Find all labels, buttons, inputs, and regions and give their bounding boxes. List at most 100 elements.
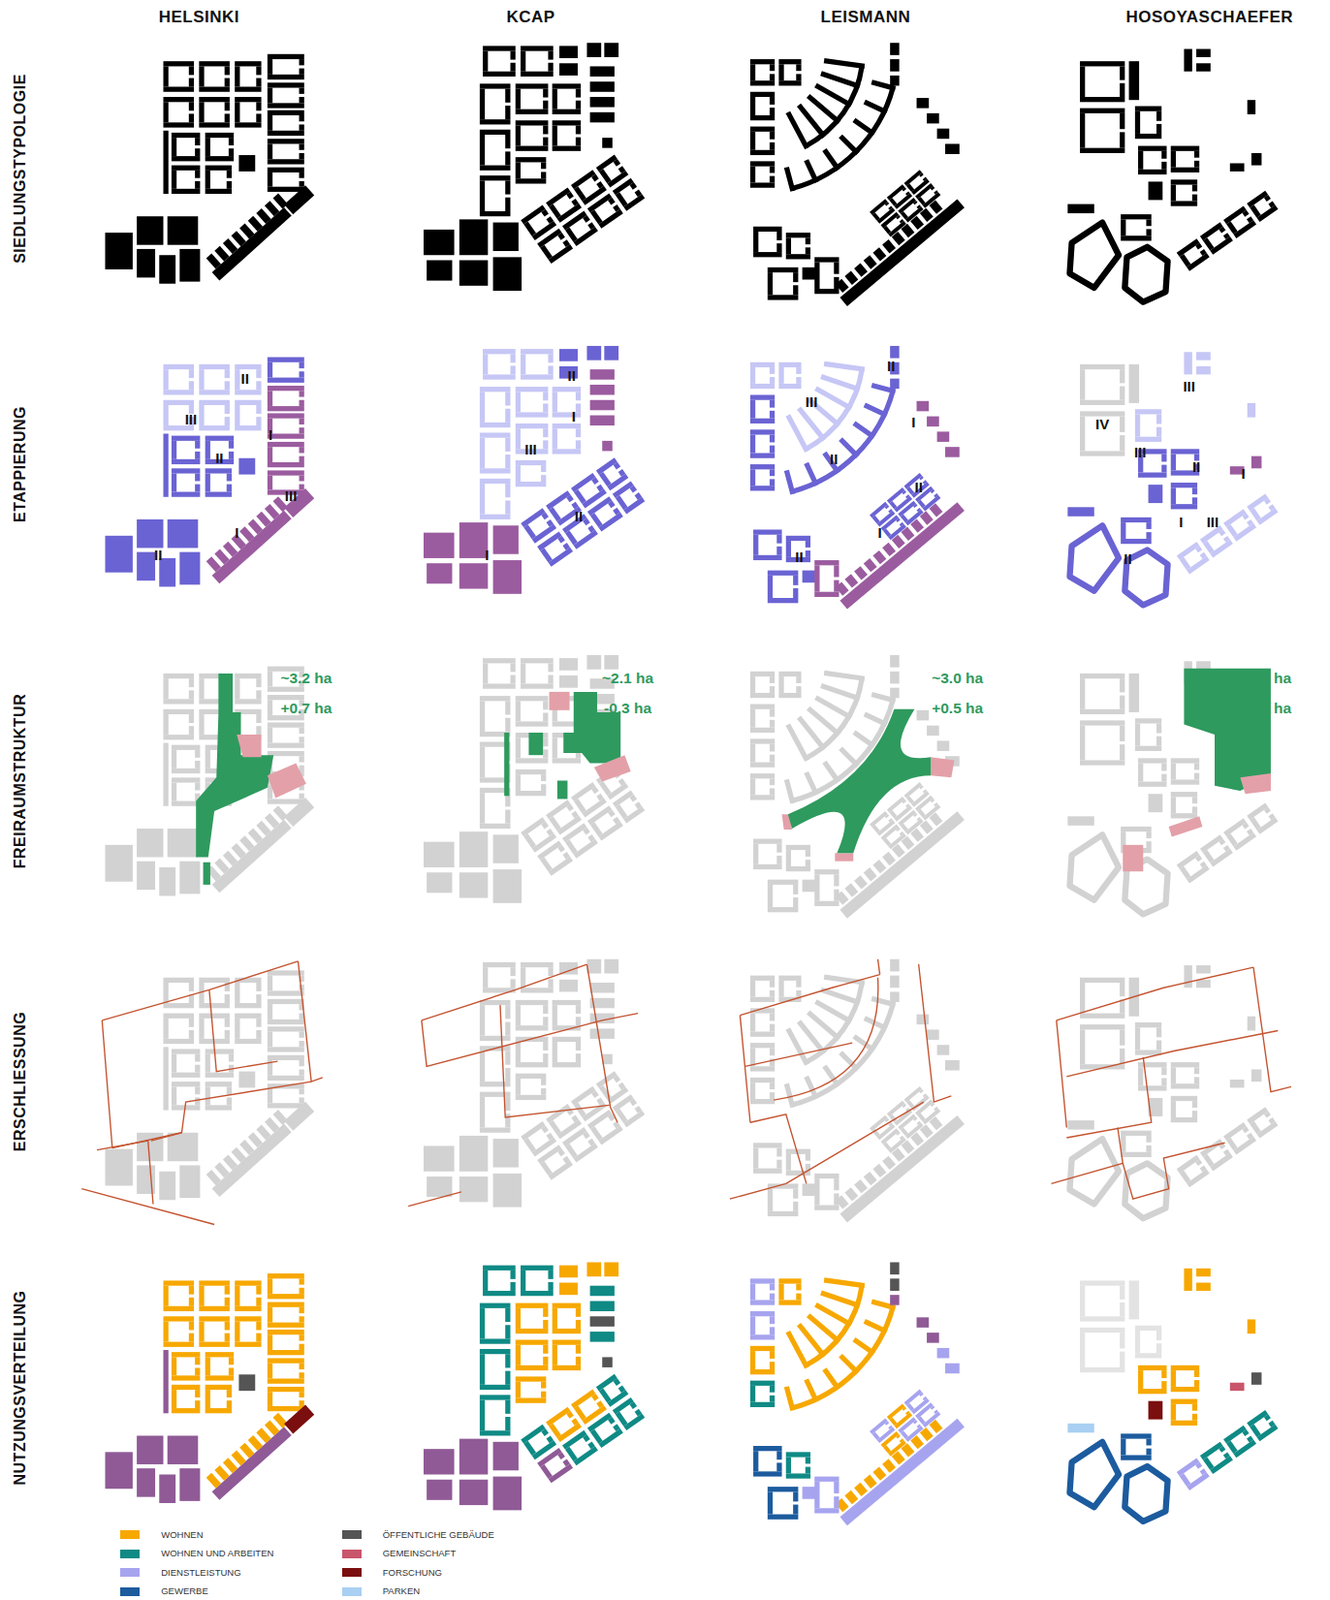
courtyard-block [769, 1082, 775, 1090]
courtyard-block [888, 1418, 897, 1427]
building-block [929, 200, 944, 215]
building-block [104, 1149, 132, 1187]
courtyard-block [1241, 1126, 1249, 1134]
plan-group [202, 1395, 315, 1501]
courtyard-block [613, 462, 622, 471]
courtyard-block [194, 1065, 200, 1074]
building-block [273, 1413, 288, 1429]
building-block [889, 671, 899, 685]
courtyard-block [1200, 249, 1207, 256]
courtyard-block [1218, 838, 1226, 846]
courtyard-block [1226, 221, 1238, 234]
courtyard-block [1171, 763, 1176, 781]
courtyard-block [509, 675, 515, 685]
courtyard-block [540, 475, 546, 482]
courtyard-block [1145, 1136, 1151, 1143]
courtyard-block [776, 546, 782, 556]
courtyard-block [1267, 504, 1275, 511]
courtyard-block [750, 59, 775, 64]
courtyard-block [1246, 803, 1268, 822]
courtyard-block [582, 215, 591, 223]
courtyard-block [750, 794, 775, 800]
courtyard-block [869, 1418, 888, 1435]
courtyard-block [587, 525, 596, 534]
courtyard-block [750, 709, 756, 729]
courtyard-block [895, 215, 901, 220]
courtyard-block [1179, 866, 1192, 880]
courtyard-block [198, 1342, 230, 1348]
road-line [209, 989, 279, 1072]
courtyard-block [1119, 1302, 1125, 1317]
courtyard-block [1176, 541, 1201, 561]
courtyard-block [482, 987, 516, 993]
courtyard-block [899, 522, 905, 527]
courtyard-block [1119, 744, 1125, 760]
courtyard-block [267, 1330, 305, 1335]
building-block [1196, 366, 1211, 375]
courtyard-block [814, 1173, 839, 1179]
courtyard-block [615, 804, 629, 820]
phase-number: I [1240, 465, 1245, 480]
courtyard-block [515, 1345, 521, 1366]
courtyard-block [792, 575, 798, 586]
courtyard-block [267, 1103, 305, 1109]
courtyard-block [922, 177, 928, 182]
fan-block [823, 670, 865, 682]
courtyard-block [520, 962, 554, 968]
courtyard-block [1120, 517, 1152, 523]
courtyard-block [1246, 519, 1254, 527]
courtyard-block [753, 226, 782, 232]
courtyard-block [505, 1022, 510, 1037]
courtyard-block [750, 160, 775, 166]
building-block [840, 1419, 965, 1526]
courtyard-block [1145, 228, 1151, 236]
courtyard-block [623, 193, 645, 212]
courtyard-block [267, 362, 273, 379]
courtyard-block [267, 187, 305, 192]
courtyard-block [1120, 219, 1126, 236]
courtyard-block [1192, 806, 1198, 814]
courtyard-block [629, 485, 637, 494]
building-block [937, 1348, 950, 1360]
fan-block [823, 58, 865, 69]
courtyard-block [194, 1086, 200, 1095]
building-block [1196, 49, 1211, 58]
courtyard-block [557, 536, 566, 544]
road-line [297, 961, 322, 1082]
courtyard-block [171, 768, 200, 774]
courtyard-block [515, 1303, 549, 1309]
building-block [603, 655, 619, 670]
courtyard-block [545, 1407, 570, 1427]
courtyard-block [587, 805, 612, 825]
courtyard-block [750, 1278, 775, 1284]
community-space [1122, 845, 1143, 872]
courtyard-block [171, 189, 200, 194]
polygon-block [1069, 834, 1119, 900]
building-block [586, 1262, 602, 1277]
building-block [1148, 181, 1164, 200]
courtyard-block [1195, 1159, 1203, 1167]
road-line [1056, 967, 1254, 1021]
courtyard-block [570, 473, 596, 493]
courtyard-block [515, 696, 549, 701]
building-block [889, 59, 899, 72]
courtyard-block [255, 1018, 261, 1028]
courtyard-block [547, 63, 553, 72]
courtyard-block [162, 400, 194, 406]
courtyard-block [479, 1127, 511, 1133]
courtyard-block [792, 1491, 798, 1502]
courtyard-block [905, 1411, 911, 1416]
courtyard-block [750, 131, 756, 151]
courtyard-block [1171, 1365, 1200, 1371]
courtyard-block [814, 874, 820, 901]
courtyard-block [547, 51, 553, 61]
courtyard-block [505, 391, 510, 406]
courtyard-block [769, 1294, 775, 1301]
courtyard-block [255, 714, 261, 724]
courtyard-block [515, 1376, 547, 1382]
building-block [601, 1357, 613, 1368]
courtyard-block [552, 89, 558, 110]
courtyard-block [234, 425, 261, 431]
fan-block [791, 390, 893, 492]
